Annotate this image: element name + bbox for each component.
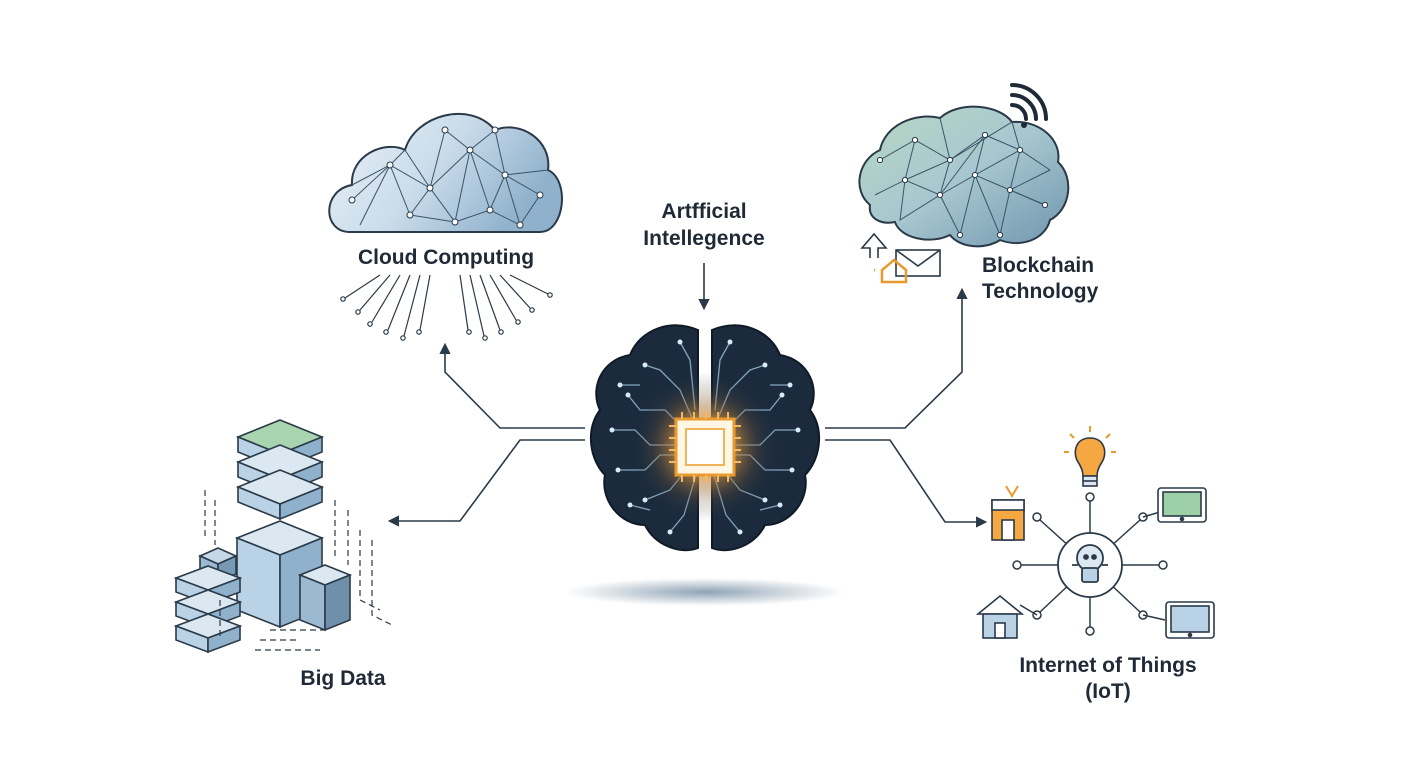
cloud-computing-label: Cloud Computing bbox=[358, 246, 534, 269]
chip-icon bbox=[669, 412, 741, 482]
upload-arrow-icon bbox=[860, 232, 888, 258]
connectors bbox=[387, 263, 988, 528]
robot-hub-icon bbox=[1057, 532, 1123, 598]
server-stack-icon bbox=[173, 419, 353, 654]
iot-label-line2: (IoT) bbox=[1085, 680, 1130, 703]
bigdata-label: Big Data bbox=[300, 667, 386, 690]
blockchain-label-line2: Technology bbox=[982, 280, 1099, 303]
envelope-icon bbox=[895, 249, 941, 277]
cloud-data-lines bbox=[340, 274, 553, 341]
circuit-brain-icon bbox=[565, 324, 845, 606]
mesh-brain-icon bbox=[858, 105, 1070, 248]
data-streams bbox=[204, 490, 393, 651]
arrow-to-bigdata bbox=[387, 439, 585, 527]
arrow-to-iot bbox=[825, 439, 988, 528]
arrow-to-cloud bbox=[439, 342, 585, 429]
iot-label-line1: Internet of Things bbox=[1019, 654, 1196, 677]
cloud-computing-node: Cloud Computing bbox=[328, 113, 563, 341]
home-icon bbox=[874, 258, 908, 284]
blockchain-node: Blockchain Technology bbox=[858, 83, 1099, 303]
arrow-to-blockchain bbox=[825, 287, 968, 429]
wifi-icon bbox=[1010, 83, 1048, 128]
blockchain-label-line1: Blockchain bbox=[982, 254, 1094, 277]
shop-icon bbox=[991, 485, 1025, 541]
cloud-mesh-icon bbox=[328, 113, 563, 233]
tablet-icon bbox=[1157, 487, 1207, 523]
svg-text:Artfficial: Artfficial bbox=[661, 200, 746, 223]
ai-title: Artfficial Intellegence bbox=[643, 200, 764, 250]
iot-node: Internet of Things (IoT) bbox=[975, 426, 1215, 703]
tablet-icon bbox=[1165, 601, 1215, 639]
house-icon bbox=[975, 594, 1025, 639]
svg-text:Intellegence: Intellegence bbox=[643, 227, 764, 250]
lightbulb-icon bbox=[1064, 426, 1116, 487]
bigdata-node: Big Data bbox=[173, 419, 393, 690]
